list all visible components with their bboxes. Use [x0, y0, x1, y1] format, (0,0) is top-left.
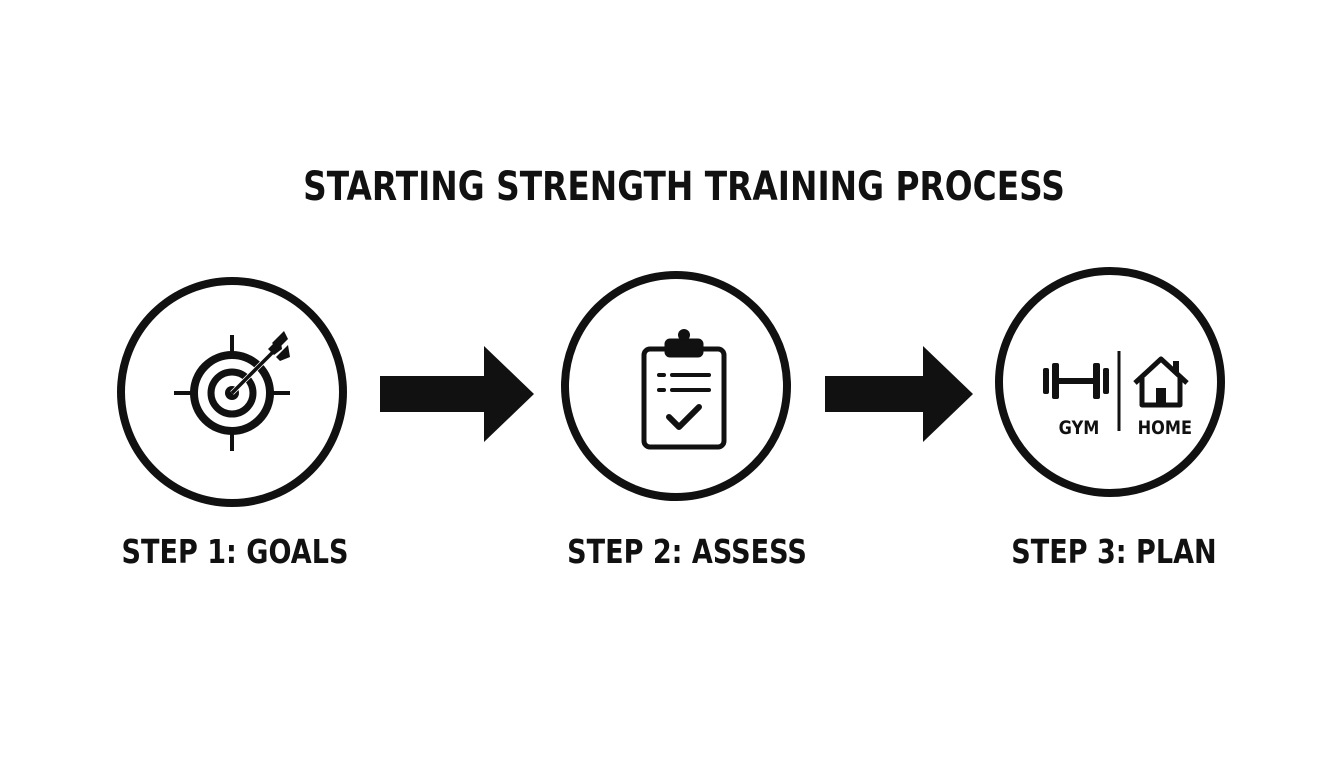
- gym-label: GYM: [1058, 417, 1100, 439]
- home-label: HOME: [1137, 417, 1193, 439]
- dumbbell-icon: [1043, 363, 1109, 399]
- arrow-1-icon: [380, 346, 534, 442]
- step-2-circle: [561, 271, 791, 501]
- step-1-circle: [117, 277, 347, 507]
- target-arrow-icon: [174, 331, 290, 451]
- diagram-title: STARTING STRENGTH TRAINING PROCESS: [303, 164, 1065, 210]
- step-3-label: STEP 3: PLAN: [1011, 532, 1217, 571]
- step-1-label: STEP 1: GOALS: [121, 532, 349, 571]
- clipboard-check-icon: [641, 329, 727, 450]
- arrow-2-icon: [825, 346, 973, 442]
- house-icon: [1133, 356, 1189, 408]
- step-2-label: STEP 2: ASSESS: [567, 532, 807, 571]
- gym-home-icon: [1043, 351, 1189, 431]
- step-3-circle: GYM HOME: [995, 267, 1225, 497]
